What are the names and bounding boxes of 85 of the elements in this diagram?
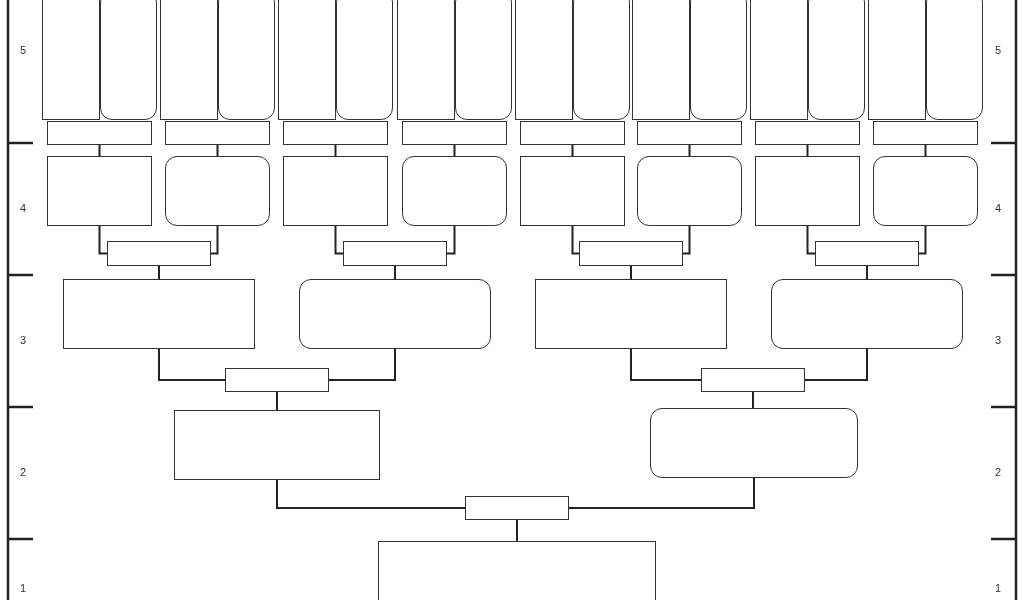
person-box [520, 156, 625, 226]
person-box [926, 0, 983, 120]
connector-line [394, 265, 396, 280]
person-box [755, 156, 860, 226]
connector-line [210, 225, 219, 255]
generation-number: 2 [20, 466, 27, 478]
generation-number: 2 [995, 466, 1002, 478]
person-box [873, 156, 978, 226]
person-box [160, 0, 218, 120]
connector-line [158, 348, 226, 381]
connector-line [630, 348, 702, 381]
connector-line [98, 144, 101, 157]
couple-box [579, 241, 683, 266]
connector-line [453, 144, 456, 157]
couple-box [107, 241, 211, 266]
generation-number: 4 [995, 202, 1002, 214]
generation-number: 3 [995, 334, 1002, 346]
person-box [750, 0, 808, 120]
connector-line [446, 225, 456, 255]
connector-line [806, 144, 809, 157]
couple-box [402, 121, 507, 145]
connector-line [688, 144, 691, 157]
generation-number: 3 [20, 334, 27, 346]
connector-line [158, 265, 160, 280]
couple-box [873, 121, 978, 145]
person-box [771, 279, 963, 349]
person-box [299, 279, 491, 349]
generation-number: 5 [20, 44, 27, 56]
person-box [100, 0, 157, 120]
connector-line [276, 391, 278, 411]
couple-box [343, 241, 447, 266]
person-box [278, 0, 336, 120]
couple-box [520, 121, 625, 145]
person-box [402, 156, 507, 226]
couple-box [165, 121, 270, 145]
connector-line [571, 144, 574, 157]
generation-number: 1 [20, 582, 27, 594]
connector-line [806, 225, 816, 255]
person-box [868, 0, 926, 120]
couple-box [637, 121, 742, 145]
connector-line [682, 225, 691, 255]
person-box [47, 156, 152, 226]
person-box [174, 410, 380, 480]
connector-line [918, 225, 927, 255]
person-box [397, 0, 455, 120]
person-box [63, 279, 255, 349]
person-box [165, 156, 270, 226]
person-box [336, 0, 393, 120]
connector-line [804, 348, 868, 381]
person-box [650, 408, 858, 478]
person-box [455, 0, 512, 120]
person-box [632, 0, 690, 120]
generation-number: 4 [20, 202, 27, 214]
connector-line [216, 144, 219, 157]
couple-box [701, 368, 805, 392]
couple-box [755, 121, 860, 145]
connector-line [752, 391, 754, 409]
person-box [637, 156, 742, 226]
connector-line [924, 144, 927, 157]
connector-line [334, 144, 337, 157]
couple-box [283, 121, 388, 145]
person-box [808, 0, 865, 120]
connector-line [98, 225, 108, 255]
person-box [283, 156, 388, 226]
person-box [378, 541, 656, 600]
couple-box [815, 241, 919, 266]
generation-number: 1 [995, 582, 1002, 594]
connector-line [334, 225, 344, 255]
connector-line [571, 225, 580, 255]
connector-line [630, 265, 632, 280]
person-box [690, 0, 747, 120]
person-box [515, 0, 573, 120]
connector-line [568, 477, 755, 509]
couple-box [225, 368, 329, 392]
person-box [573, 0, 630, 120]
couple-box [47, 121, 152, 145]
person-box [218, 0, 275, 120]
couple-box [465, 496, 569, 520]
connector-line [276, 479, 466, 509]
generation-number: 5 [995, 44, 1002, 56]
person-box [42, 0, 100, 120]
connector-line [866, 265, 868, 280]
connector-line [516, 519, 518, 542]
connector-line [328, 348, 396, 381]
person-box [535, 279, 727, 349]
